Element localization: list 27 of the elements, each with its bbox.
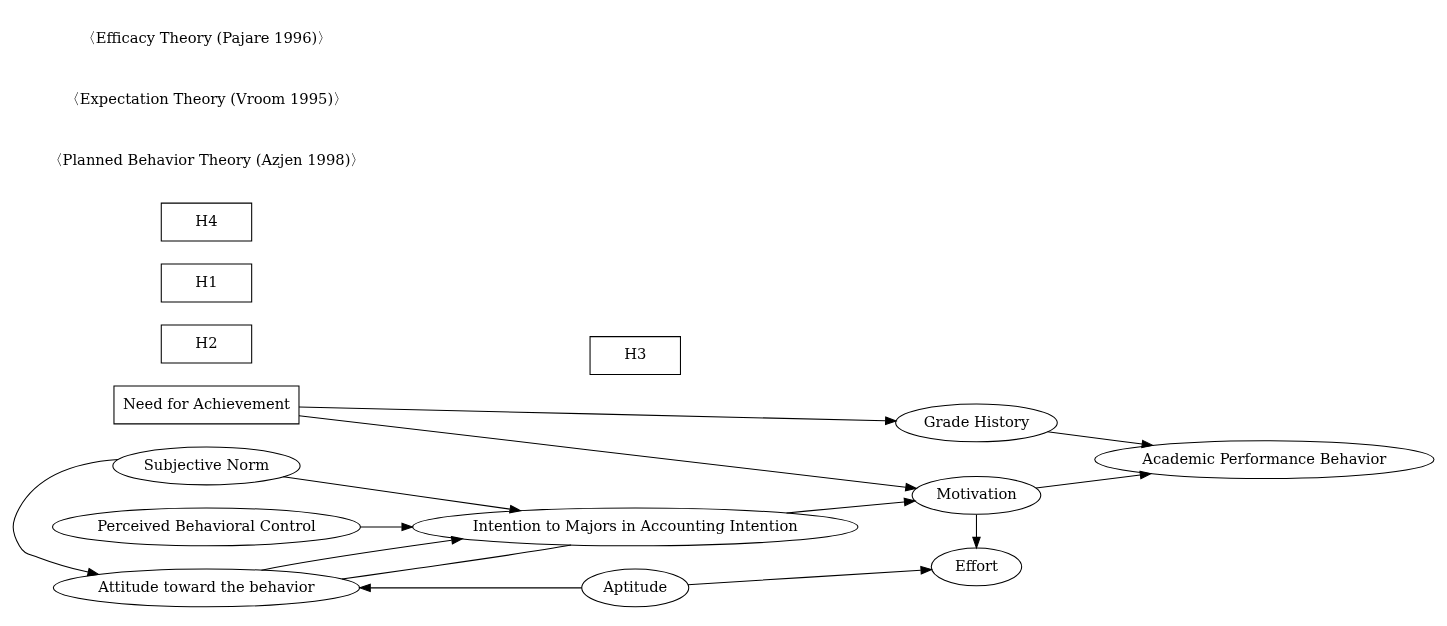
label: 〈Planned Behavior Theory (Azjen 1998)〉	[47, 150, 366, 168]
arrow	[1046, 430, 1155, 448]
arrow	[282, 475, 523, 513]
arrow	[786, 497, 917, 513]
node-ellipse: Aptitude	[581, 567, 690, 607]
node-box: H3	[589, 335, 681, 375]
node-ellipse: Motivation	[911, 475, 1042, 515]
arrow	[260, 535, 464, 571]
label: 〈Efficacy Theory (Pajare 1996)〉	[80, 28, 333, 46]
node-box: H4	[160, 202, 253, 241]
node-ellipse: Grade History	[895, 402, 1058, 442]
label: 〈Expectation Theory (Vroom 1995)〉	[64, 89, 349, 107]
arrow	[359, 522, 415, 531]
node-ellipse: Perceived Behavioral Control	[51, 506, 361, 546]
arrow	[298, 406, 898, 425]
node-ellipse: Subjective Norm	[112, 446, 301, 485]
arrow	[1035, 470, 1153, 489]
connector	[341, 544, 572, 580]
arrow	[687, 565, 934, 585]
arrow	[358, 582, 583, 592]
arrow	[12, 458, 119, 576]
arrow	[972, 513, 981, 549]
node-box: H1	[160, 263, 253, 302]
node-ellipse: Effort	[930, 546, 1023, 586]
node-box: H2	[160, 324, 253, 363]
node-box: Need for Achievement	[113, 385, 300, 424]
arrow	[298, 414, 918, 491]
